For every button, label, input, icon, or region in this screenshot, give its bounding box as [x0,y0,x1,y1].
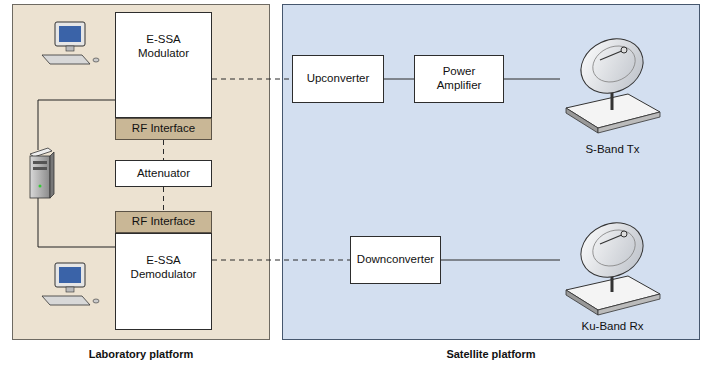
antenna-node: S-Band Tx [560,20,665,160]
dashed-link [212,79,292,80]
dish-antenna [566,213,660,315]
dashed-link [163,187,164,211]
node-label: Power Amplifier [425,65,493,93]
computer-icon [42,22,99,64]
dish-antenna [566,29,660,133]
node-label: Downconverter [357,253,434,267]
process-box: Downconverter [350,236,441,284]
node-label: RF Interface [132,215,195,229]
dashed-link [212,260,350,261]
connector-line [212,260,350,261]
connector-line [504,79,560,80]
antenna-node: Ku-Band Rx [560,222,665,337]
node-label: Attenuator [137,167,190,181]
connector-line [384,79,414,80]
interface-box: RF Interface [115,211,212,233]
signal-link [384,79,414,80]
connector-line [212,79,292,80]
dashed-link [163,140,164,160]
process-box: Upconverter [292,55,384,103]
server-icon [30,148,54,198]
connector-line [163,140,164,160]
computer-icon [42,263,99,305]
signal-link [504,79,560,80]
connector-line [163,187,164,211]
interface-box: RF Interface [115,118,212,140]
panel-label: Satellite platform [283,348,699,360]
panel-label: Laboratory platform [13,348,269,360]
node-label: E-SSA Modulator [130,33,198,61]
attenuator-box: Attenuator [115,160,212,187]
demodulator-box: E-SSA Demodulator [115,233,212,330]
node-label: Ku-Band Rx [581,320,643,334]
modulator-box: E-SSA Modulator [115,12,212,118]
connector-line [441,260,560,261]
node-label: RF Interface [132,122,195,136]
node-label: E-SSA Demodulator [130,254,198,282]
node-label: S-Band Tx [585,143,639,157]
node-label: Upconverter [307,72,370,86]
platform-panel: Satellite platformUpconverterPower Ampli… [282,4,700,340]
process-box: Power Amplifier [414,55,504,103]
signal-link [441,260,560,261]
